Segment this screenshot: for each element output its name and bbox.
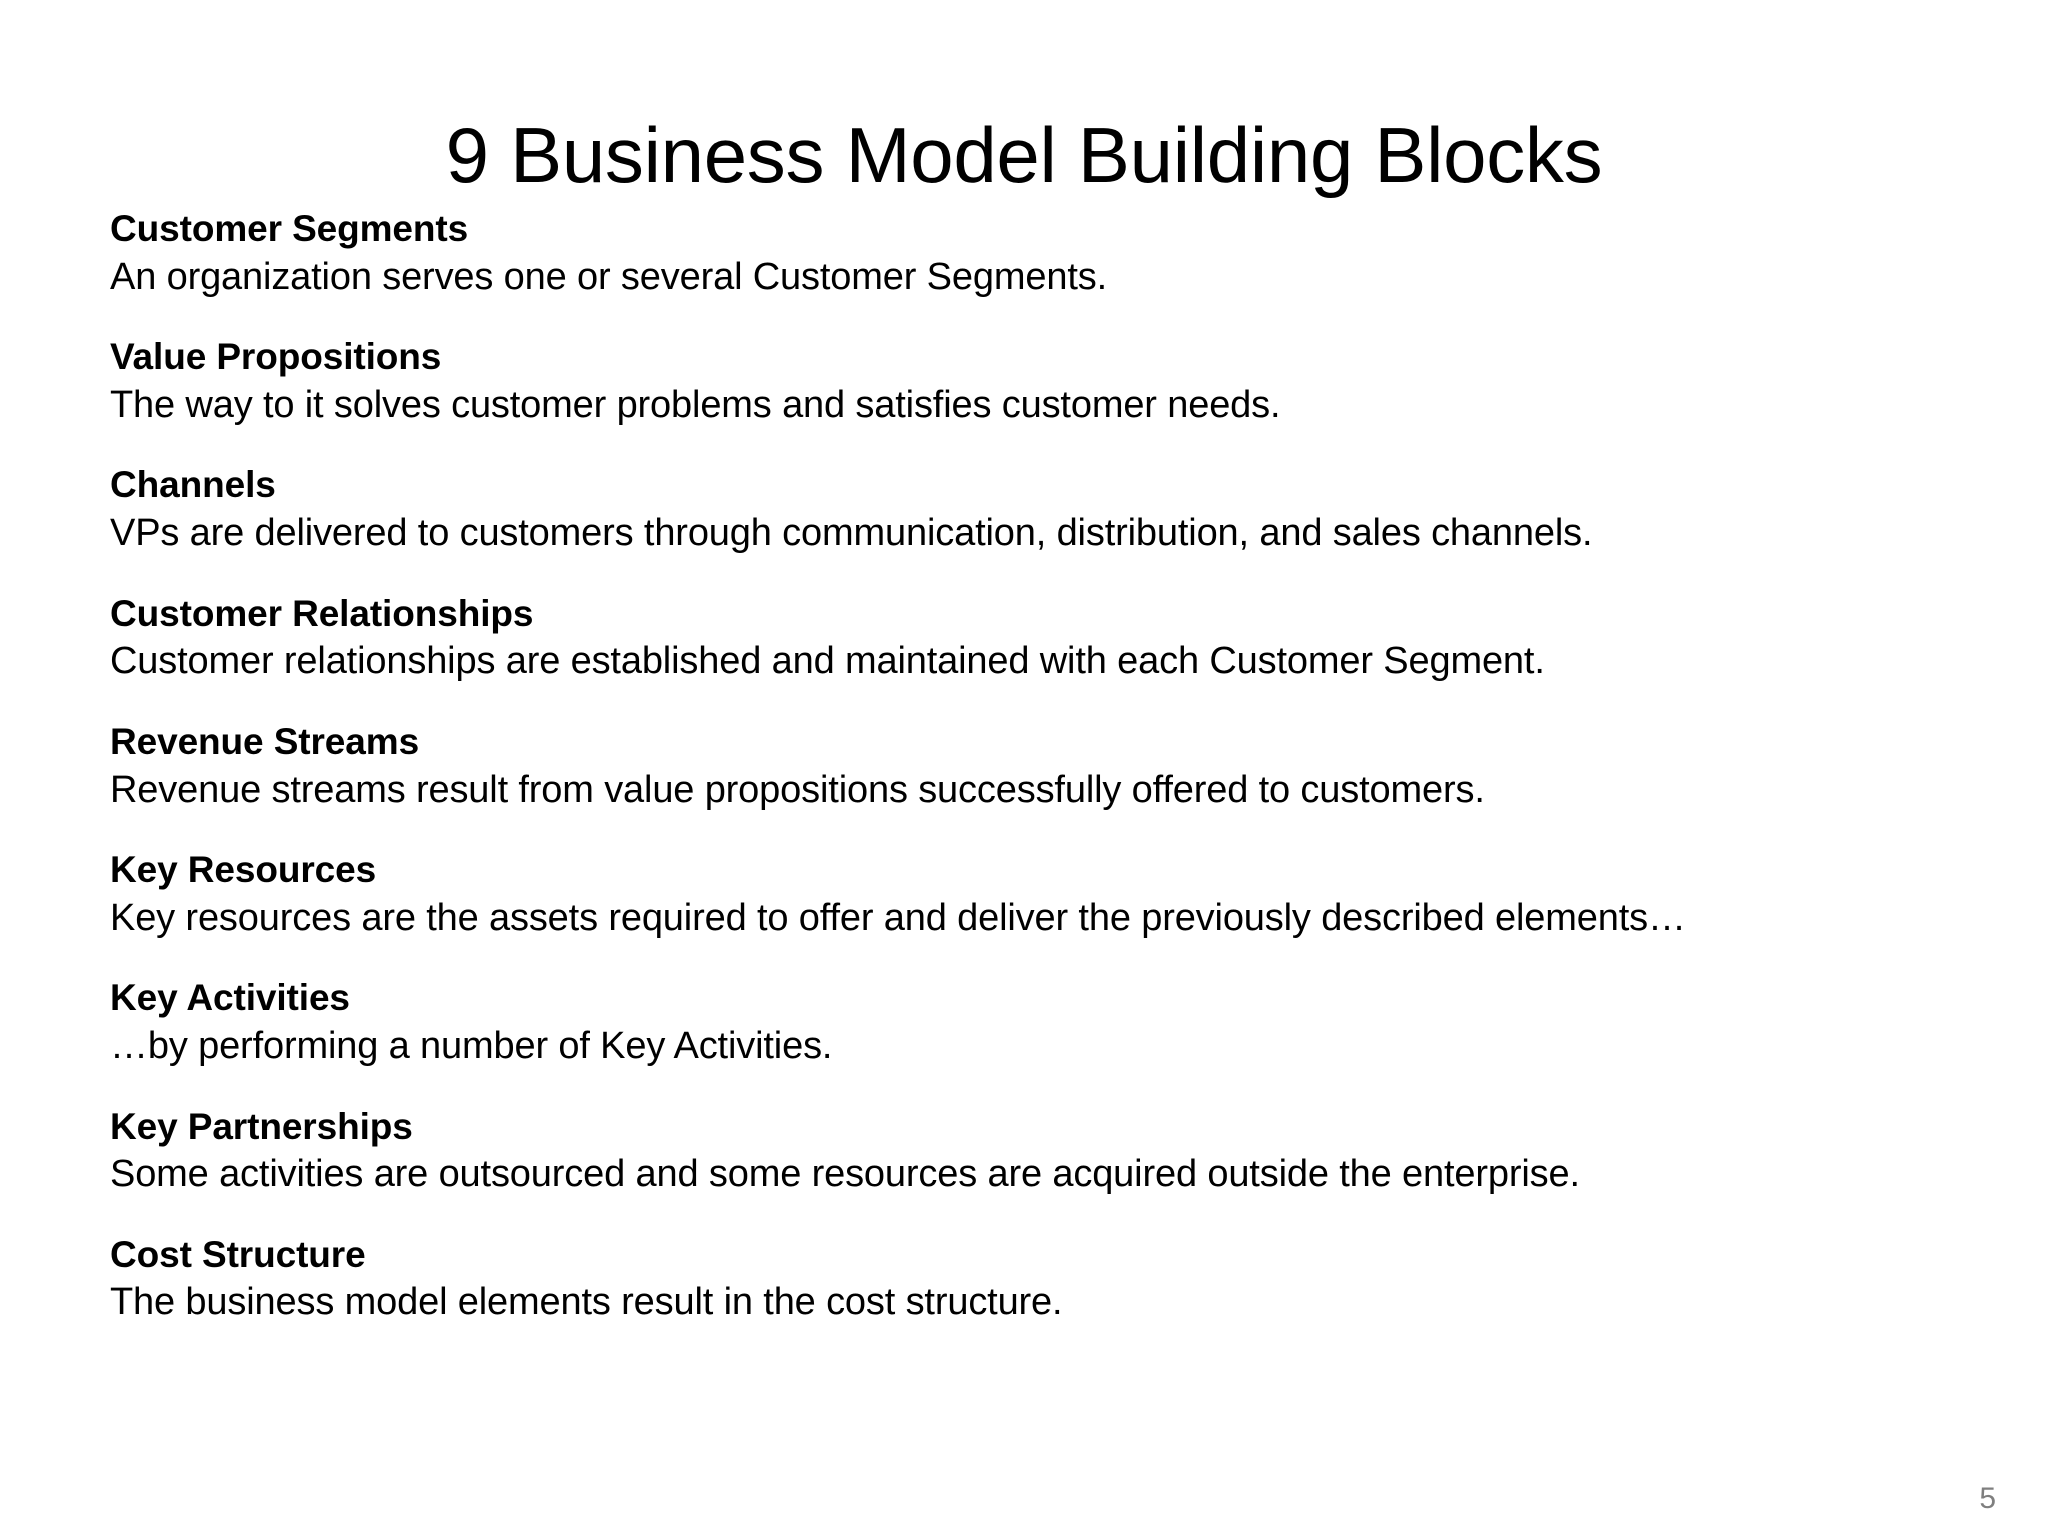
page-number: 5 (1979, 1482, 1996, 1515)
list-item: Key Activities …by performing a number o… (110, 975, 1990, 1070)
block-body: Customer relationships are established a… (110, 640, 1545, 683)
page-title: 9 Business Model Building Blocks (445, 111, 1603, 200)
block-heading: Key Activities (110, 977, 350, 1019)
block-body: Key resources are the assets required to… (110, 896, 1686, 939)
block-heading: Value Propositions (110, 336, 442, 378)
list-item: Customer Segments An organization serves… (110, 206, 1990, 301)
block-heading: Customer Relationships (110, 592, 534, 634)
block-body: The business model elements result in th… (110, 1281, 1063, 1324)
block-heading: Channels (110, 464, 276, 506)
list-item: Key Partnerships Some activities are out… (110, 1104, 1990, 1199)
block-body: An organization serves one or several Cu… (110, 255, 1107, 298)
list-item: Cost Structure The business model elemen… (110, 1232, 1990, 1327)
block-body: Some activities are outsourced and some … (110, 1153, 1580, 1196)
list-item: Key Resources Key resources are the asse… (110, 847, 1990, 942)
block-heading: Cost Structure (110, 1233, 366, 1275)
block-heading: Key Resources (110, 849, 377, 891)
block-heading: Key Partnerships (110, 1105, 413, 1147)
block-body: Revenue streams result from value propos… (110, 768, 1485, 811)
building-blocks-list: Customer Segments An organization serves… (110, 206, 1990, 1327)
list-item: Revenue Streams Revenue streams result f… (110, 719, 1990, 814)
block-body: The way to it solves customer problems a… (110, 383, 1281, 426)
block-body: VPs are delivered to customers through c… (110, 512, 1593, 555)
list-item: Customer Relationships Customer relation… (110, 591, 1990, 686)
block-heading: Customer Segments (110, 208, 469, 249)
block-heading: Revenue Streams (110, 720, 420, 762)
block-body: …by performing a number of Key Activitie… (110, 1025, 833, 1068)
list-item: Channels VPs are delivered to customers … (110, 462, 1990, 557)
list-item: Value Propositions The way to it solves … (110, 334, 1990, 429)
